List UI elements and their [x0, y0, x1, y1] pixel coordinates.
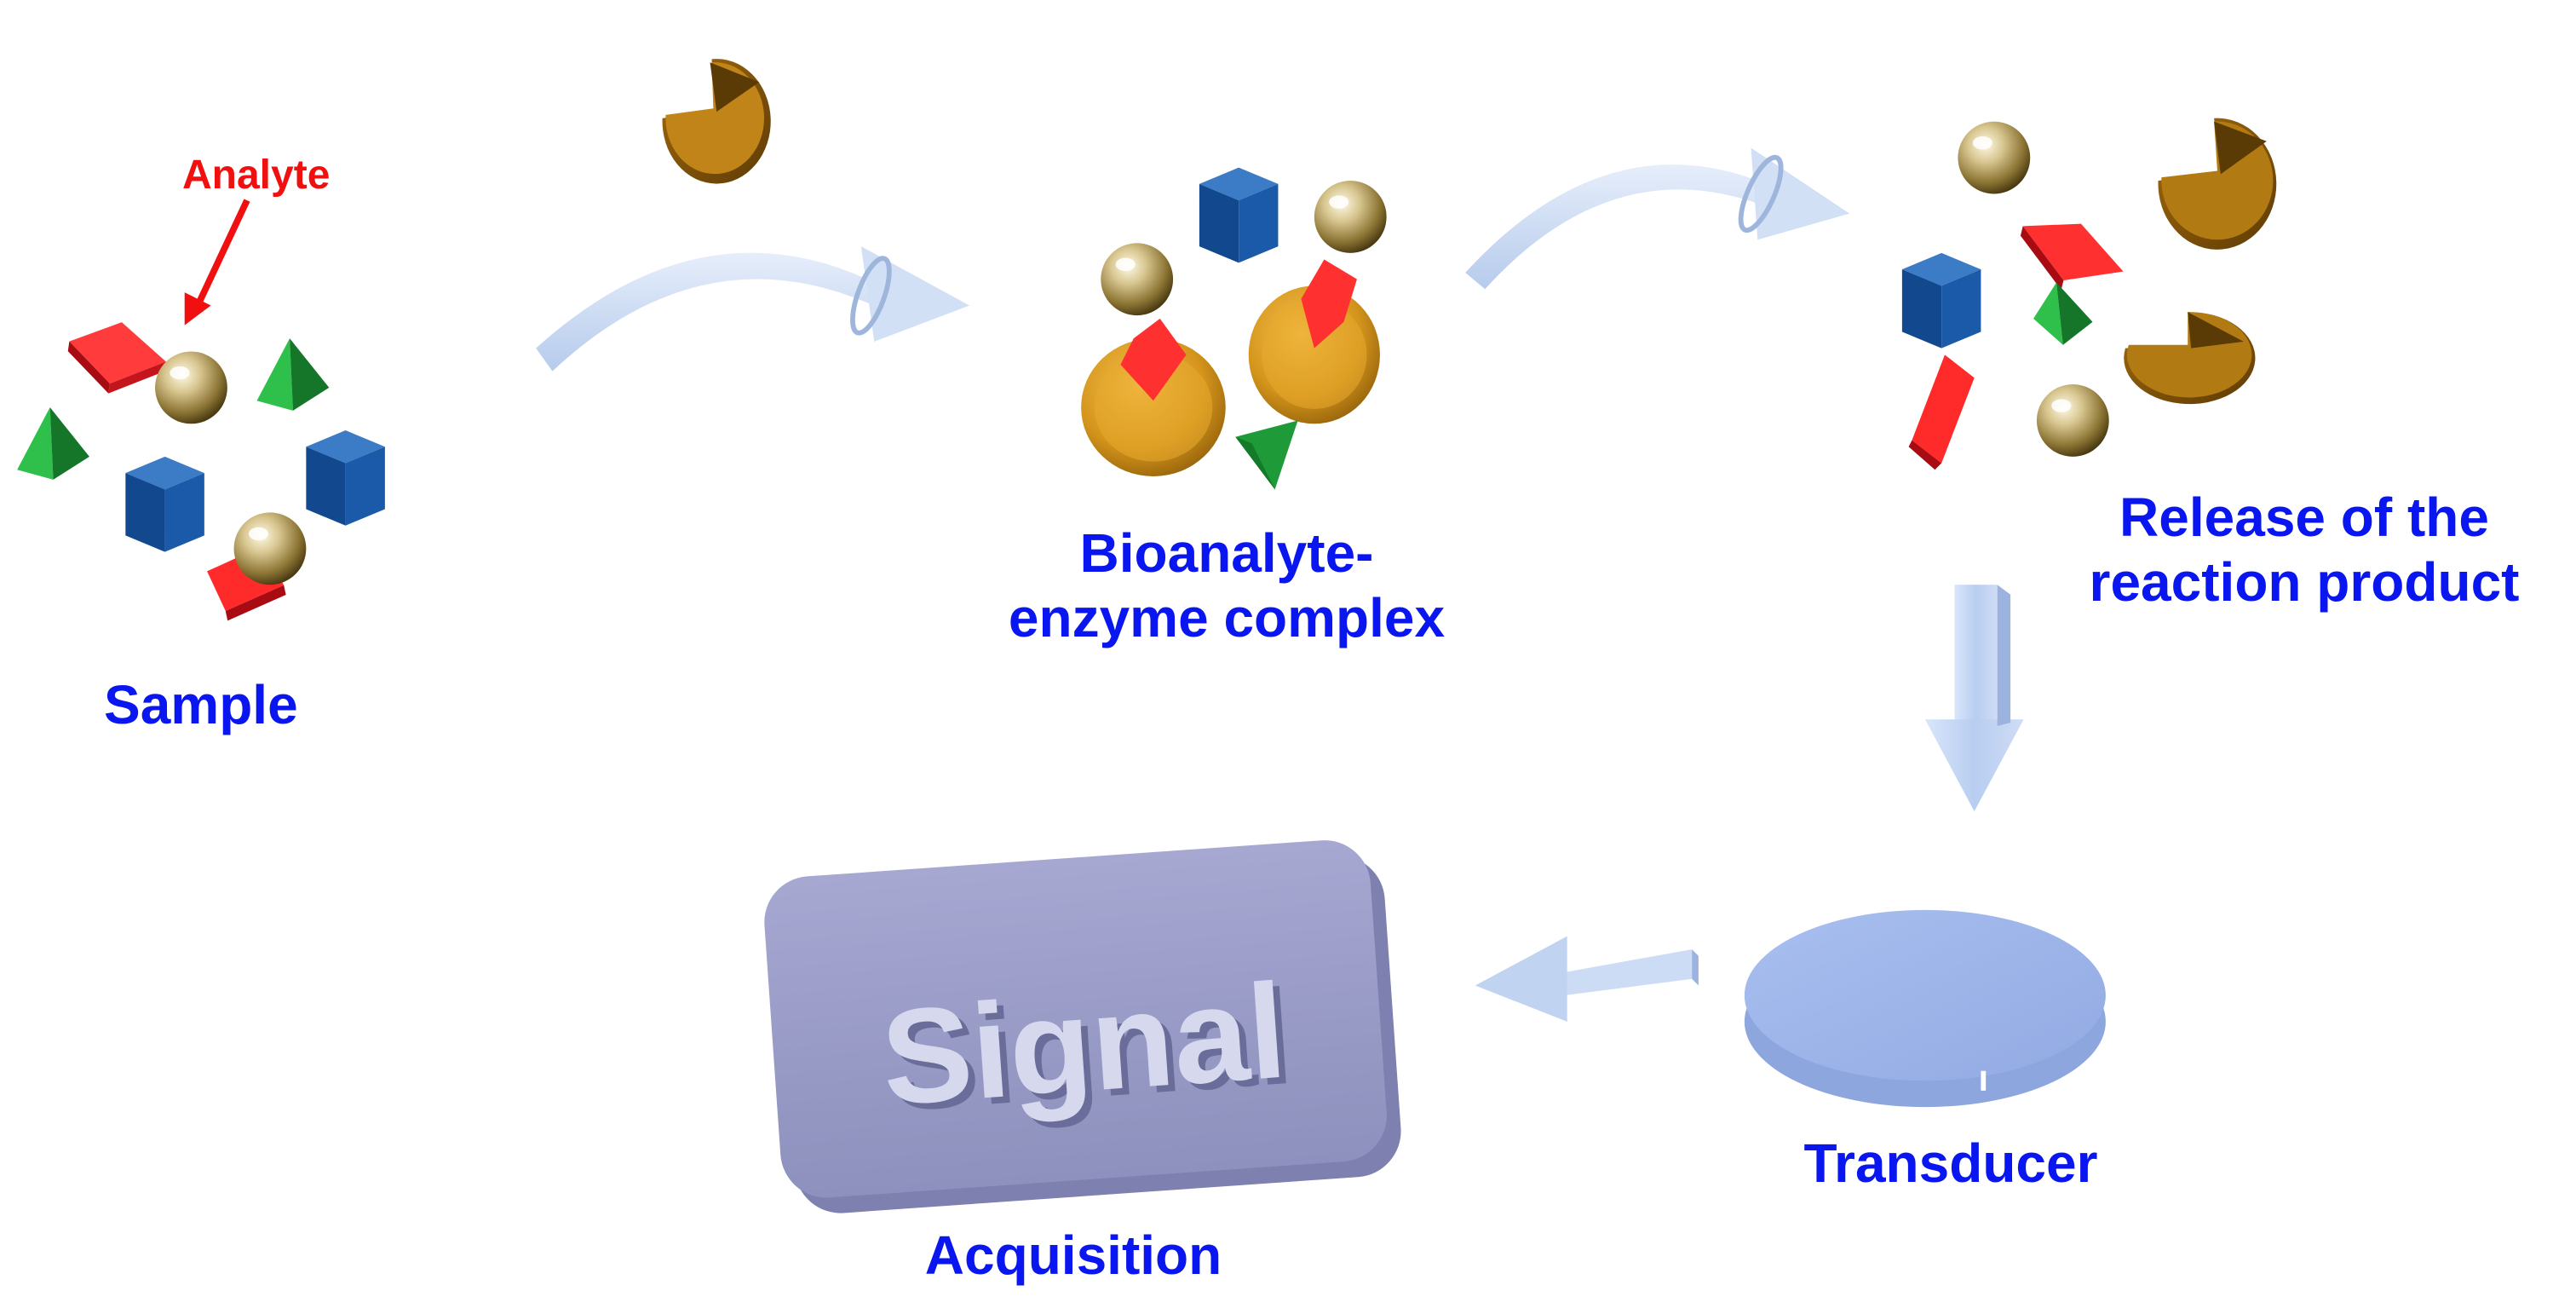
- enzyme-icon: [1248, 285, 1380, 424]
- release-molecules: [1901, 118, 2277, 470]
- enzyme-icon: [662, 59, 771, 184]
- diamond-icon: [1908, 354, 1975, 470]
- down-arrow-icon: [1924, 585, 2024, 812]
- sample-label: Sample: [104, 674, 298, 735]
- pyramid-icon: [256, 338, 330, 411]
- sphere-icon: [155, 351, 227, 424]
- arrow-icon: [536, 246, 970, 372]
- sphere-icon: [2036, 384, 2109, 457]
- cube-icon: [1901, 252, 1981, 349]
- complex-label-line1: Bioanalyte-: [1079, 522, 1374, 584]
- signal-box-icon: Signal Signal: [764, 840, 1401, 1213]
- analyte-label: Analyte: [182, 153, 331, 198]
- sample-molecules: [17, 199, 385, 621]
- left-arrow-icon: [1475, 936, 1699, 1022]
- complex-label: Bioanalyte- enzyme complex: [971, 522, 1482, 650]
- release-label-line1: Release of the: [2119, 487, 2489, 548]
- signal-text: Signal: [884, 962, 1297, 1140]
- enzyme-icon: [1081, 338, 1226, 476]
- pyramid-icon: [1235, 420, 1298, 490]
- complex-label-line2: enzyme complex: [1008, 586, 1446, 648]
- complex-molecules: [1081, 167, 1387, 490]
- pyramid-icon: [2033, 282, 2093, 345]
- transducer-label: Transducer: [1803, 1132, 2098, 1194]
- sphere-icon: [1101, 243, 1174, 316]
- diamond-icon: [1120, 318, 1187, 401]
- cube-icon: [1199, 167, 1279, 263]
- sphere-icon: [1958, 121, 2031, 194]
- signal-text-highlight: Signal: [877, 956, 1291, 1134]
- transducer-disc-icon: [1744, 909, 2106, 1108]
- diamond-icon: [62, 315, 171, 401]
- pyramid-icon: [17, 407, 89, 480]
- diamond-icon: [2020, 223, 2124, 291]
- release-label-line2: reaction product: [2089, 550, 2520, 613]
- cube-icon: [125, 456, 204, 552]
- enzyme-icon: [2124, 312, 2256, 405]
- diamond-icon: [1301, 259, 1357, 349]
- analyte-pointer-arrow: [194, 199, 250, 308]
- sphere-icon: [233, 512, 307, 585]
- acquisition-label: Acquisition: [924, 1225, 1222, 1286]
- analyte-pointer-head: [184, 292, 211, 326]
- arrow-icon: [1465, 147, 1850, 290]
- cube-icon: [306, 430, 385, 526]
- release-label: Release of the reaction product: [2036, 486, 2573, 614]
- enzyme-icon: [2158, 118, 2277, 250]
- sphere-icon: [1314, 181, 1387, 253]
